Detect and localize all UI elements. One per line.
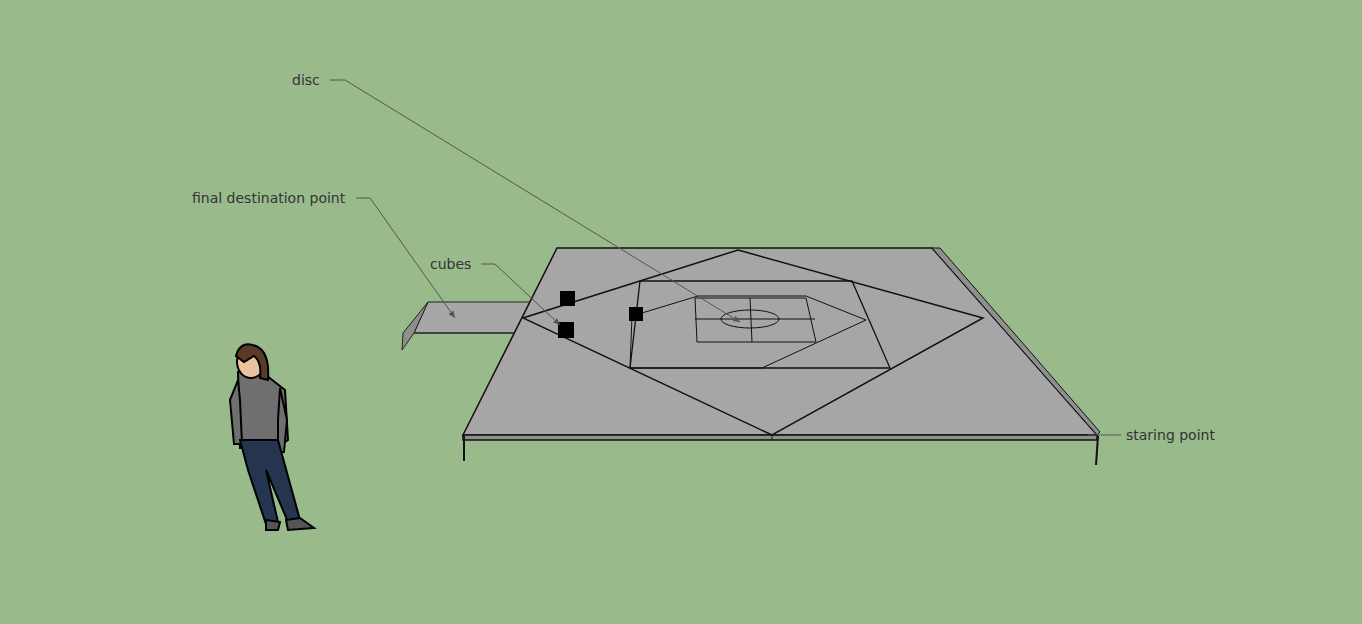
platform — [463, 248, 1100, 465]
part-label: final destination point — [191, 190, 346, 206]
part-label: staring point — [1125, 427, 1216, 443]
part-label: disc — [291, 72, 321, 88]
cubes — [558, 291, 643, 338]
leader-lines — [330, 80, 1121, 435]
person-figure — [230, 344, 314, 530]
part-label: cubes — [429, 256, 472, 272]
